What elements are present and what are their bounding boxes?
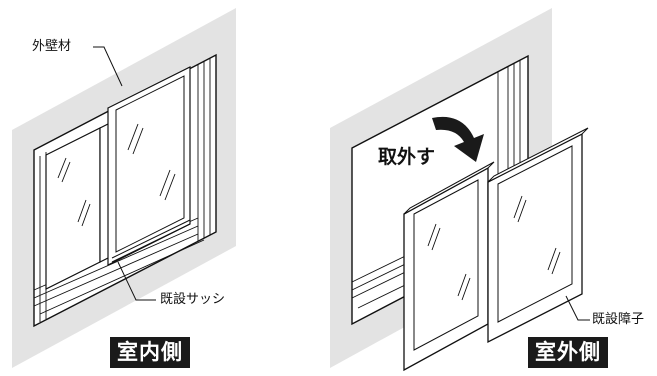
glass-pane-left-2 (115, 75, 185, 253)
indoor-illustration (12, 8, 236, 368)
existing-shoji-leader (565, 295, 590, 321)
removed-shoji-1 (403, 161, 495, 372)
remove-action-label: 取外す (378, 146, 436, 168)
remove-arrow-icon (432, 116, 484, 162)
outdoor-badge: 室外側 (528, 337, 608, 368)
existing-shoji-label: 既設障子 (592, 312, 645, 327)
indoor-badge: 室内側 (110, 337, 190, 368)
existing-sash-leader (117, 261, 156, 301)
removed-shoji-2 (487, 127, 589, 344)
existing-sash-label: 既設サッシ (160, 292, 226, 307)
exterior-wall-label: 外壁材 (32, 39, 72, 54)
glass-pane-left-1 (45, 127, 101, 290)
outdoor-illustration (330, 8, 590, 372)
exterior-wall-leader (93, 46, 123, 87)
